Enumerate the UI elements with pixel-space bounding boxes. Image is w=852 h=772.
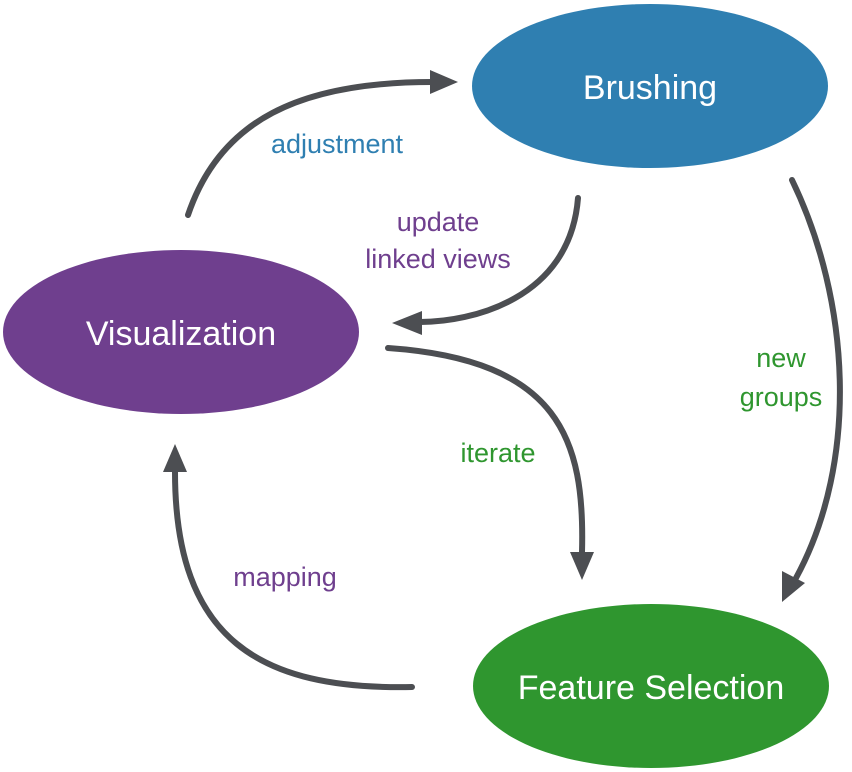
edge-update-linked-views: update linked views bbox=[365, 195, 581, 335]
adjustment-label: adjustment bbox=[271, 129, 404, 159]
node-visualization: Visualization bbox=[3, 250, 359, 414]
adjustment-arrowhead bbox=[430, 70, 458, 94]
feature-selection-ellipse bbox=[473, 604, 829, 768]
node-brushing: Brushing bbox=[472, 4, 828, 168]
edge-new-groups: new groups bbox=[740, 177, 843, 602]
update-linked-views-arrow bbox=[417, 195, 581, 325]
mapping-label: mapping bbox=[233, 562, 337, 592]
visualization-ellipse bbox=[3, 250, 359, 414]
edge-mapping: mapping bbox=[163, 444, 415, 691]
edge-adjustment: adjustment bbox=[185, 70, 458, 218]
update-linked-views-arrowhead bbox=[392, 311, 422, 335]
visualization-label: Visualization bbox=[86, 315, 276, 353]
new-groups-label-line1: new bbox=[756, 343, 806, 373]
iterate-label: iterate bbox=[460, 438, 535, 468]
brushing-label: Brushing bbox=[583, 69, 717, 107]
node-feature-selection: Feature Selection bbox=[473, 604, 829, 768]
edge-iterate: iterate bbox=[385, 345, 594, 580]
new-groups-arrowhead bbox=[782, 571, 805, 602]
update-linked-views-label-line1: update bbox=[397, 207, 480, 237]
update-linked-views-label-line2: linked views bbox=[365, 244, 511, 274]
new-groups-label-line2: groups bbox=[740, 382, 823, 412]
feature-selection-label: Feature Selection bbox=[518, 669, 785, 707]
iterate-arrowhead bbox=[570, 552, 594, 580]
new-groups-arrow bbox=[789, 177, 843, 581]
mapping-arrowhead bbox=[163, 444, 187, 472]
mapping-arrow bbox=[172, 469, 415, 691]
brushing-ellipse bbox=[472, 4, 828, 168]
adjustment-arrow bbox=[185, 79, 435, 218]
iterate-arrow bbox=[385, 345, 586, 555]
